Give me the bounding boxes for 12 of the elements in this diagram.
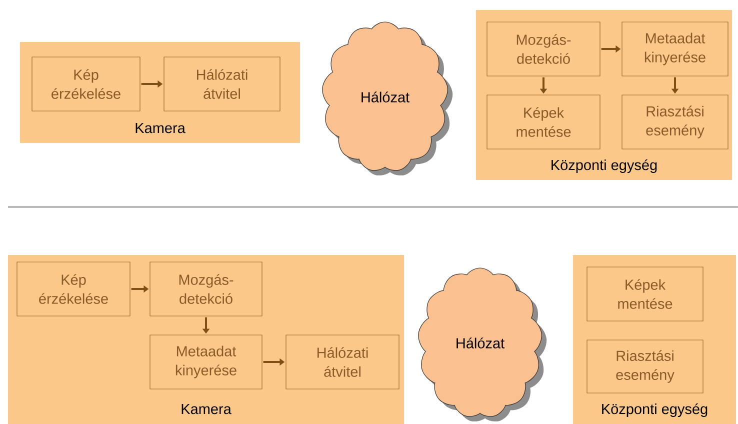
process-box: Riasztási esemény [622,94,728,150]
process-box: Metaadat kinyerése [622,22,728,76]
process-box: Kép érzékelése [32,56,140,112]
process-box: Hálózati átvitel [286,334,400,390]
process-box: Képek mentése [586,266,704,322]
process-box: Kép érzékelése [16,262,130,316]
process-box: Képek mentése [486,94,600,150]
process-box: Mozgás-detekció [150,262,262,316]
process-box: Mozgás-detekció [486,22,600,76]
process-box: Riasztási esemény [586,340,704,394]
process-box: Metaadat kinyerése [150,334,262,390]
process-box: Hálózati átvitel [164,56,280,112]
